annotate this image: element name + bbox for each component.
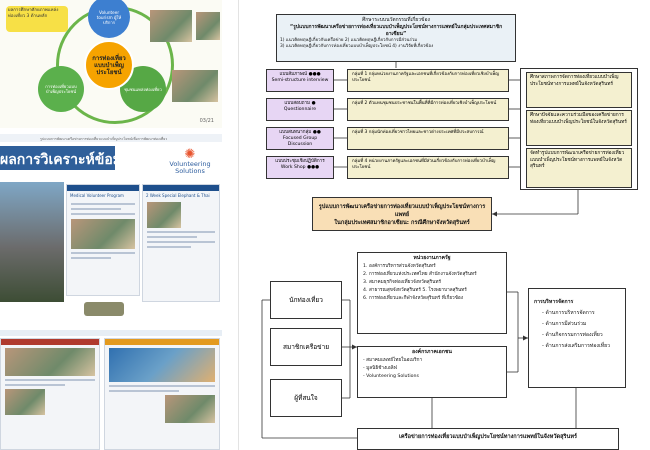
slide2-title: ผลการวิเคราะห์ข้อมูล <box>0 146 131 170</box>
website-screenshot-2: 2 Week Special Elephant & Thai <box>142 184 220 302</box>
cycle-node-top: Volunteer tourism ผู้ให้บริการ <box>88 0 130 38</box>
gov-item: 2. การท่องเที่ยวแห่งประเทศไทย สำนักงานจั… <box>363 272 477 277</box>
result-box-3: จัดทำรูปแบบการพัฒนาเครือข่ายการท่องเที่ย… <box>526 148 632 188</box>
slide1-photo-3 <box>172 70 218 102</box>
gov-item: 1. องค์การบริหารส่วนจังหวัดสุรินทร์ <box>363 264 436 269</box>
elephant-silhouette <box>84 302 124 316</box>
research-header-box: ศึกษาระบบนวัตกรรมที่เกี่ยวข้อง “รูปแบบกา… <box>276 14 516 62</box>
cycle-center: การท่องเที่ยวแบบบำเพ็ญประโยชน์ <box>84 40 134 90</box>
logo-star-icon: ✺ <box>184 147 196 162</box>
final-network-box: เครือข่ายการท่องเที่ยวแบบบำเพ็ญประโยชน์ท… <box>357 428 619 450</box>
gov-item: 3. สมาคมธุรกิจท่องเที่ยวจังหวัดสุรินทร์ <box>363 280 441 285</box>
website-screenshot-4 <box>104 338 220 450</box>
slide1-photo-2 <box>196 12 220 40</box>
slide-page-number: 03/21 <box>199 118 214 124</box>
sample-group-1: กลุ่มที่ 1 กลุ่มหน่วยงานภาครัฐและเอกชนที… <box>347 69 509 92</box>
result-box-1: ศึกษาสภาพการจัดการท่องเที่ยวแบบบำเพ็ญประ… <box>526 72 632 108</box>
slide-thumbnail-1[interactable]: ผลการศึกษาศักยภาพแหล่งท่องเที่ยว 3 ด้านห… <box>0 0 222 128</box>
mgmt-item: - ด้านการส่งเสริมการท่องเที่ยว <box>542 343 611 349</box>
header-line-3: 1) แนวคิดทฤษฎีเกี่ยวกับเครือข่าย 2) แนวค… <box>280 38 418 43</box>
results-frame <box>520 68 638 190</box>
private-item: - สมาคมแพทย์ไทยในอเมริกา <box>363 358 423 363</box>
method-box-3: แบบสนทนากลุ่ม ●●Focused Group Discussion <box>266 127 334 150</box>
result-box-2: ศึกษาปัจจัยและความร่วมมือของเครือข่ายการ… <box>526 110 632 146</box>
slide3-header-bar <box>0 330 222 336</box>
private-item: - Volunteering Solutions <box>363 374 419 379</box>
slide1-photo-1 <box>150 10 192 42</box>
stakeholder-interested: ผู้ที่สนใจ <box>270 379 342 417</box>
outcome-line-1: รูปแบบการพัฒนาเครือข่ายการท่องเที่ยวแบบบ… <box>318 204 486 218</box>
slide1-note: ผลการศึกษาศักยภาพแหล่งท่องเที่ยว 3 ด้านห… <box>6 6 68 32</box>
private-item: - มูลนิธิช้างเอลิฟ <box>363 366 397 371</box>
header-line-4: 3) แนวคิดทฤษฎีเกี่ยวกับการท่องเที่ยวแบบบ… <box>280 44 434 49</box>
sample-group-3: กลุ่มที่ 3 กลุ่มนักท่องเที่ยวชาวไทยและชา… <box>347 127 509 150</box>
sample-group-2: กลุ่มที่ 2 ตัวแทนชุมชนประชาชนในพื้นที่ที… <box>347 98 509 121</box>
elephant-photo <box>0 182 64 302</box>
header-line-2: “รูปแบบการพัฒนาเครือข่ายการท่องเที่ยวแบบ… <box>289 24 503 37</box>
management-box: การบริหารจัดการ - ด้านการบริหารจัดการ - … <box>528 288 626 388</box>
outcome-line-2: ในกลุ่มประเทศสมาชิกอาเซียน: กรณีศึกษาจัง… <box>334 220 470 226</box>
government-agencies-box: หน่วยงานภาครัฐ 1. องค์การบริหารส่วนจังหว… <box>357 252 507 334</box>
mgmt-item: - ด้านการบริหารจัดการ <box>542 310 595 316</box>
stakeholder-tourists: นักท่องเที่ยว <box>270 281 342 319</box>
private-organizations-box: องค์กรภาคเอกชน - สมาคมแพทย์ไทยในอเมริกา … <box>357 346 507 398</box>
gov-item: 4. สาธารณสุขจังหวัดสุรินทร์ 5. โรงพยาบาล… <box>363 288 467 293</box>
sample-group-4: กลุ่มที่ 4 หน่วยงานภาครัฐและเอกชนที่มีส่… <box>347 156 509 179</box>
gov-title: หน่วยงานภาครัฐ <box>413 255 451 261</box>
header-line-1: ศึกษาระบบนวัตกรรมที่เกี่ยวข้อง <box>362 17 430 23</box>
gov-item: 6. การท่องเที่ยวและกีฬาจังหวัดสุรินทร์ ท… <box>363 296 464 301</box>
cycle-node-left: การท่องเที่ยวแบบบำเพ็ญประโยชน์ <box>38 66 84 112</box>
volunteering-solutions-logo: ✺ Volunteering Solutions <box>160 148 220 175</box>
panel-divider <box>238 0 239 450</box>
mgmt-item: - ด้านการมีส่วนร่วม <box>542 321 587 327</box>
method-box-2: แบบสอบถาม ●Questionnaire <box>266 98 334 121</box>
stakeholder-network-members: สมาชิกเครือข่าย <box>270 328 342 366</box>
method-box-1: แบบสัมภาษณ์ ●●●Semi-structure interview <box>266 69 334 92</box>
website-screenshot-1: Medical Volunteer Program <box>66 184 140 296</box>
slide-thumbnail-2[interactable]: รูปแบบการพัฒนาเครือข่ายการท่องเที่ยวแบบบ… <box>0 134 222 324</box>
outcome-box: รูปแบบการพัฒนาเครือข่ายการท่องเที่ยวแบบบ… <box>312 197 492 231</box>
slide2-header-bar: รูปแบบการพัฒนาเครือข่ายการท่องเที่ยวแบบบ… <box>0 134 222 142</box>
private-title: องค์กรภาคเอกชน <box>412 349 452 355</box>
mgmt-title: การบริหารจัดการ <box>534 299 574 305</box>
mgmt-item: - ด้านกิจกรรมการท่องเที่ยว <box>542 332 603 338</box>
slide-thumbnail-3[interactable] <box>0 330 222 450</box>
website-screenshot-3 <box>0 338 100 450</box>
